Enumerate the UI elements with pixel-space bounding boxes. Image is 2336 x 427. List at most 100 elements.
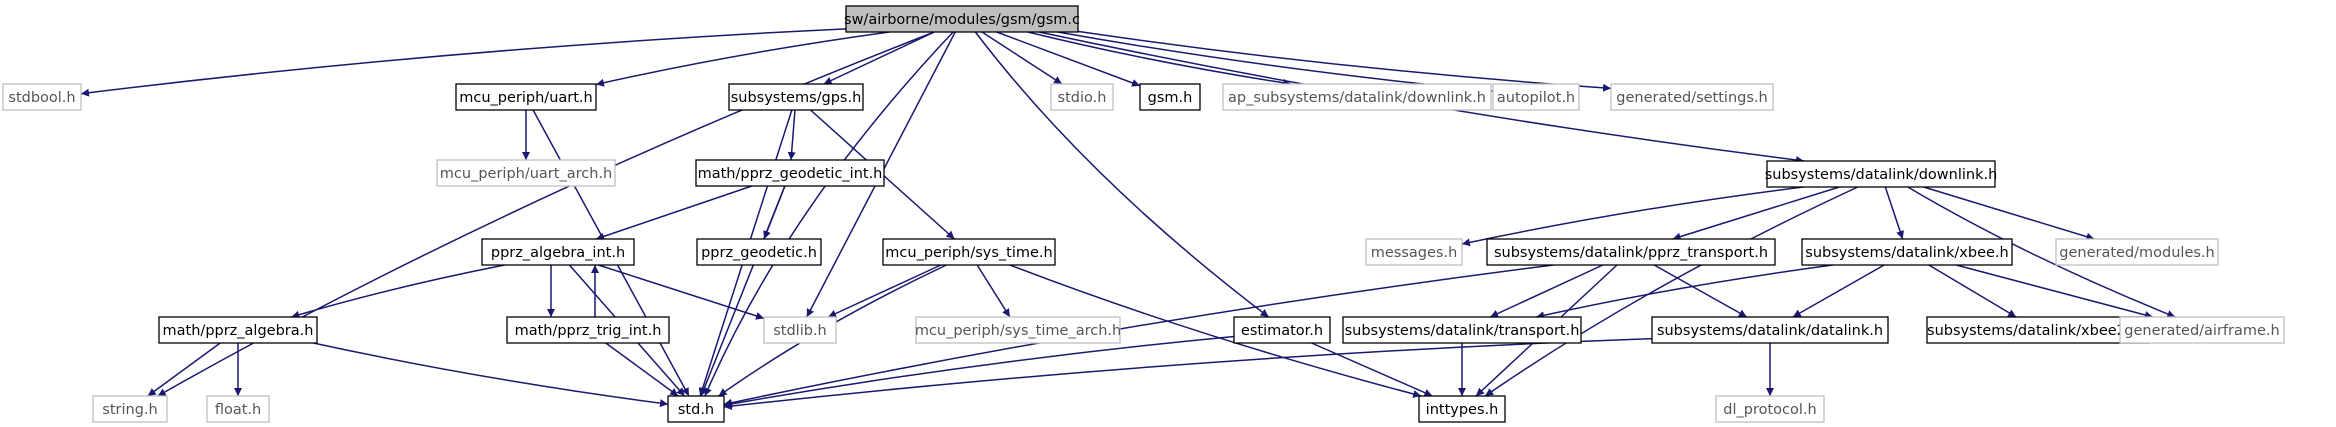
node-box — [1222, 83, 1492, 111]
edge-math_pprz_algebra-to-string — [147, 342, 221, 397]
edge-root-to-gen_settings — [1077, 30, 1612, 92]
node-label: generated/modules.h — [2059, 245, 2214, 261]
node-pprz_trig_int[interactable]: math/pprz_trig_int.h — [506, 316, 670, 344]
edge-downlink-to-gen_airframe — [1907, 186, 2176, 318]
edge-pprz_algebra_int-to-math_pprz_algebra — [291, 264, 505, 319]
node-box — [695, 159, 885, 187]
node-label: std.h — [678, 402, 714, 418]
node-gen_settings: generated/settings.h — [1610, 83, 1774, 111]
node-box — [728, 83, 864, 111]
node-box — [1418, 395, 1506, 423]
node-label: stdio.h — [1058, 90, 1107, 106]
edge-root-to-ap_downlink — [1027, 31, 1292, 87]
node-label: ap_subsystems/datalink/downlink.h — [1228, 90, 1486, 106]
node-label: subsystems/datalink/pprz_transport.h — [1494, 245, 1768, 261]
node-pprz_algebra_int[interactable]: pprz_algebra_int.h — [481, 238, 635, 266]
node-std[interactable]: std.h — [667, 395, 725, 423]
node-label: pprz_algebra_int.h — [491, 245, 625, 261]
node-gps[interactable]: subsystems/gps.h — [728, 83, 864, 111]
node-transport[interactable]: subsystems/datalink/transport.h — [1342, 316, 1582, 344]
edge-root-to-estimator — [974, 31, 1270, 318]
node-box — [506, 316, 670, 344]
node-label: pprz_geodetic.h — [701, 245, 817, 261]
node-gsm[interactable]: gsm.h — [1139, 83, 1201, 111]
node-label: math/pprz_algebra.h — [163, 323, 314, 339]
edge-root-to-autopilot — [1057, 31, 1494, 95]
node-label: generated/airframe.h — [2124, 323, 2279, 339]
edge-sys_time-to-inttypes — [1009, 264, 1422, 398]
edge-pprz_transport-to-transport — [1489, 264, 1604, 318]
node-label: autopilot.h — [1497, 90, 1575, 106]
node-gen_airframe: generated/airframe.h — [2119, 316, 2285, 344]
node-inttypes[interactable]: inttypes.h — [1418, 395, 1506, 423]
edge-downlink-to-pprz_transport — [1672, 186, 1840, 241]
node-box — [1715, 395, 1825, 423]
edge-datalink-to-std — [723, 337, 1653, 411]
node-label: stdlib.h — [773, 323, 827, 339]
node-label: stdbool.h — [8, 90, 75, 106]
node-datalink[interactable]: subsystems/datalink/datalink.h — [1651, 316, 1889, 344]
node-stdlib: stdlib.h — [763, 316, 837, 344]
edge-xbee-to-transport — [1536, 264, 1833, 320]
node-string: string.h — [92, 395, 168, 423]
node-uart_arch: mcu_periph/uart_arch.h — [436, 159, 616, 187]
node-xbee24[interactable]: subsystems/datalink/xbee24.h — [1926, 316, 2150, 344]
node-pprz_geodetic_int[interactable]: math/pprz_geodetic_int.h — [695, 159, 885, 187]
node-pprz_geodetic[interactable]: pprz_geodetic.h — [696, 238, 822, 266]
node-label: mcu_periph/uart_arch.h — [440, 166, 612, 182]
edge-sys_time-to-sys_time_arch — [976, 264, 1011, 318]
node-label: mcu_periph/sys_time_arch.h — [915, 323, 1121, 339]
edge-xbee-to-datalink — [1792, 264, 1885, 318]
nodes-layer: sw/airborne/modules/gsm/gsm.c stdbool.h st… — [2, 5, 2285, 423]
edge-downlink-to-messages — [1461, 186, 1804, 247]
node-uart[interactable]: mcu_periph/uart.h — [455, 83, 597, 111]
edge-root-to-gsm — [996, 31, 1141, 87]
node-label: subsystems/datalink/xbee24.h — [1927, 323, 2149, 339]
node-box — [1766, 160, 1996, 188]
node-downlink[interactable]: subsystems/datalink/downlink.h — [1765, 160, 1998, 188]
node-label: sw/airborne/modules/gsm/gsm.c — [844, 12, 1080, 28]
node-estimator[interactable]: estimator.h — [1233, 316, 1331, 344]
node-box — [915, 316, 1121, 344]
node-label: mcu_periph/sys_time.h — [885, 245, 1052, 261]
edge-root-to-uart — [595, 31, 890, 87]
node-box — [2119, 316, 2285, 344]
node-math_pprz_algebra[interactable]: math/pprz_algebra.h — [158, 316, 318, 344]
node-dl_protocol: dl_protocol.h — [1715, 395, 1825, 423]
node-stdio: stdio.h — [1050, 83, 1114, 111]
edge-estimator-to-inttypes — [1311, 342, 1433, 397]
node-box — [1801, 238, 2013, 266]
edge-xbee-to-xbee24 — [1928, 264, 2017, 318]
edge-downlink-to-xbee — [1884, 186, 1904, 240]
node-box — [1492, 83, 1580, 111]
node-label: string.h — [102, 402, 157, 418]
node-root[interactable]: sw/airborne/modules/gsm/gsm.c — [844, 5, 1080, 33]
node-label: subsystems/gps.h — [731, 90, 862, 106]
edge-root-to-stdio — [981, 31, 1063, 85]
edge-pprz_geodetic_int-to-pprz_algebra_int — [595, 185, 753, 241]
node-gen_modules: generated/modules.h — [2055, 238, 2219, 266]
edges-layer — [80, 28, 2176, 411]
edge-sys_time-to-stdlib — [827, 264, 942, 318]
node-label: math/pprz_geodetic_int.h — [698, 166, 883, 182]
edge-root-to-stdbool — [80, 28, 847, 97]
node-label: subsystems/datalink/datalink.h — [1657, 323, 1883, 339]
edge-root-to-std — [704, 31, 954, 397]
node-ap_downlink: ap_subsystems/datalink/downlink.h — [1222, 83, 1492, 111]
node-box — [2, 83, 82, 111]
edge-xbee-to-gen_airframe — [1955, 264, 2154, 319]
node-label: gsm.h — [1148, 90, 1193, 106]
node-pprz_transport[interactable]: subsystems/datalink/pprz_transport.h — [1486, 238, 1776, 266]
node-label: subsystems/datalink/downlink.h — [1765, 167, 1998, 183]
edge-estimator-to-std — [723, 335, 1235, 408]
node-box — [1610, 83, 1774, 111]
node-label: generated/settings.h — [1616, 90, 1767, 106]
node-box — [667, 395, 725, 423]
node-sys_time[interactable]: mcu_periph/sys_time.h — [882, 238, 1056, 266]
node-float: float.h — [206, 395, 270, 423]
edge-pprz_algebra_int-to-stdlib — [598, 264, 765, 320]
node-box — [845, 5, 1079, 33]
node-xbee[interactable]: subsystems/datalink/xbee.h — [1801, 238, 2013, 266]
node-stdbool: stdbool.h — [2, 83, 82, 111]
node-box — [882, 238, 1056, 266]
